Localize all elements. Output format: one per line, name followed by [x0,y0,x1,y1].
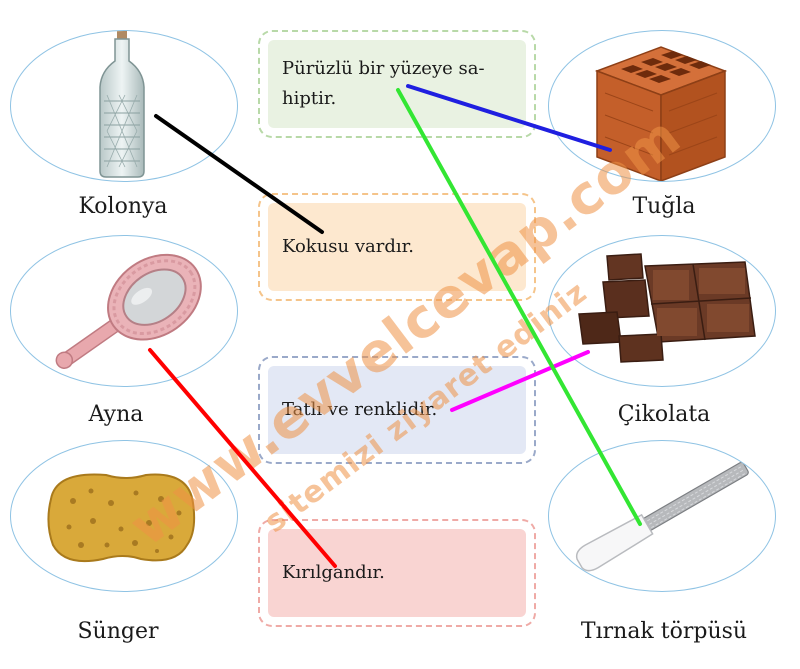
item-oval-ayna [10,235,238,387]
item-label-kolonya: Kolonya [78,194,168,219]
item-oval-kolonya [10,30,238,182]
item-oval-tirnak-torpusu [548,440,776,592]
bottle-icon [99,31,145,178]
statement-text-fragile: Kırılgandır. [268,529,526,617]
item-label-cikolata: Çikolata [617,402,711,427]
statement-box-fragile: Kırılgandır. [258,519,536,627]
item-label-ayna: Ayna [88,402,144,427]
statement-box-rough: Pürüzlü bir yüzeye sa-hiptir. [258,30,536,138]
item-label-sunger: Sünger [77,619,159,644]
hand-mirror-icon [55,253,202,369]
nail-file-icon [575,461,749,572]
item-label-tirnak-torpusu: Tırnak törpüsü [580,619,748,644]
item-label-tugla: Tuğla [632,194,696,219]
statement-text-rough: Pürüzlü bir yüzeye sa-hiptir. [268,40,526,128]
